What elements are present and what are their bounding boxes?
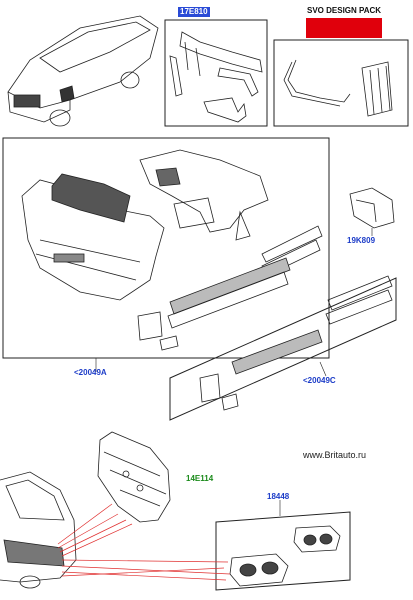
- vehicle-rear-illustration: [0, 471, 77, 589]
- svo-design-pack-title: SVO DESIGN PACK: [307, 6, 382, 15]
- part-code-19k809: 19K809: [347, 236, 376, 245]
- frame-exhaust-tips: [215, 511, 351, 591]
- part-code-20049c: <20049C: [303, 376, 336, 385]
- website-watermark: www.Britauto.ru: [303, 450, 367, 460]
- side-sill-strips: [137, 225, 323, 351]
- svo-parts: [283, 59, 393, 117]
- bracket-19k809: [349, 187, 395, 229]
- part-code-20049a: <20049A: [74, 368, 107, 377]
- part-code-18448: 18448: [267, 492, 290, 501]
- part-code-17e810: 17E810: [178, 7, 210, 17]
- tow-hitch-14e114: [97, 431, 171, 523]
- front-splitter-parts: [169, 31, 263, 123]
- vehicle-front-illustration: [7, 15, 159, 127]
- frame-sill-kit: [169, 277, 397, 421]
- frame-splitter: [164, 19, 268, 127]
- exhaust-tips-18448: [229, 525, 341, 587]
- sill-kit-parts: [199, 275, 393, 411]
- svo-red-marker: [306, 18, 382, 38]
- front-bumper-kit: [21, 149, 269, 301]
- callout-lines: [57, 503, 231, 581]
- frame-bumper-kit: [2, 137, 330, 359]
- part-code-14e114: 14E114: [186, 474, 214, 483]
- leader-lines: [95, 228, 373, 516]
- frame-svo-pack: [273, 39, 409, 127]
